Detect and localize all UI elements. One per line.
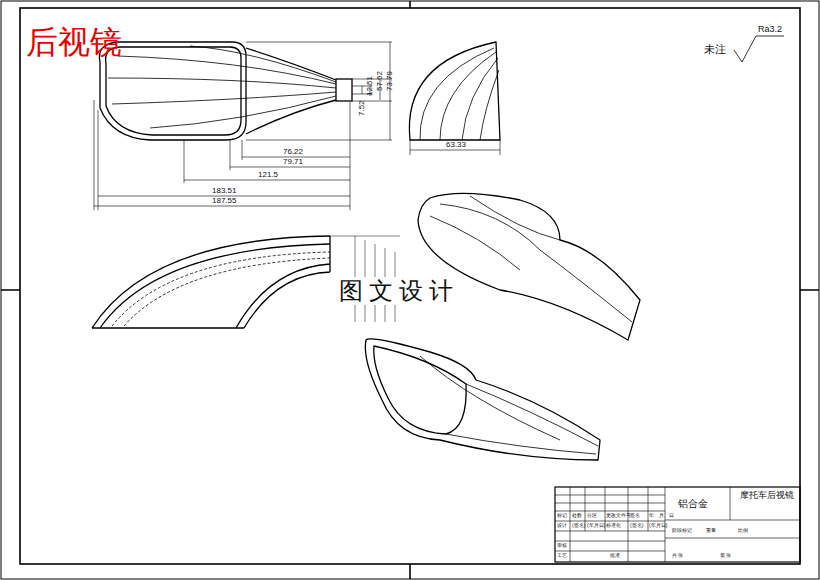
table-cell: 工艺 xyxy=(557,553,567,558)
dimension-value: 121.5 xyxy=(258,171,278,179)
table-cell: 签名 xyxy=(630,513,640,518)
side-dimension xyxy=(410,140,500,155)
roughness-symbol xyxy=(734,36,784,62)
side-outline xyxy=(409,42,500,140)
iso-view-lower xyxy=(365,339,600,460)
part-name: 摩托车后视镜 xyxy=(740,491,794,500)
title-block-border xyxy=(555,487,800,562)
table-cell: 设计 xyxy=(557,523,567,528)
dimension-value: 183.51 xyxy=(212,187,236,195)
table-cell: (年月日) xyxy=(649,523,667,528)
table-cell: (签名) xyxy=(630,523,643,528)
dimension-value: 73.79 xyxy=(386,71,394,91)
table-cell: (签名) xyxy=(572,523,585,528)
side-ribs xyxy=(420,48,499,140)
iso-opening xyxy=(374,346,466,434)
drawing-title: 后视镜 xyxy=(26,26,122,58)
iso-outline xyxy=(418,193,640,340)
table-cell: 阶段标记 xyxy=(672,528,692,533)
iso-ribs xyxy=(420,356,598,454)
dimension-lines xyxy=(94,42,392,210)
table-cell: 第 张 xyxy=(720,553,731,558)
table-cell: 分区 xyxy=(587,513,597,518)
hidden-lines xyxy=(112,252,330,326)
table-cell: 年、月、日 xyxy=(649,513,674,518)
table-cell: 审核 xyxy=(557,543,567,548)
table-cell: 比例 xyxy=(738,528,748,533)
table-cell: 更改文件号 xyxy=(606,513,631,518)
table-cell: 批准 xyxy=(610,553,620,558)
dimension-value: 7.52 xyxy=(358,100,366,116)
dimension-value: 12.51 xyxy=(366,76,374,96)
outer-arc xyxy=(92,236,330,328)
table-cell: 标记 xyxy=(557,513,567,518)
watermark: 图文设计 xyxy=(335,277,463,305)
extension-lines xyxy=(94,100,350,210)
dimension-value: 63.33 xyxy=(446,141,466,149)
roughness-value: Ra3.2 xyxy=(758,25,782,34)
inner-arc xyxy=(92,236,330,328)
mirror-body-edge xyxy=(246,48,336,134)
table-cell: (年月日) xyxy=(587,523,605,528)
body-ribs xyxy=(108,46,336,128)
front-view xyxy=(99,42,352,140)
title-block-rows xyxy=(555,487,800,551)
title-block xyxy=(555,487,800,562)
extension-lines xyxy=(246,42,392,140)
table-cell: 标准化 xyxy=(606,523,621,528)
note-text: 未注 xyxy=(704,44,726,55)
dimension-value: 76.22 xyxy=(283,148,303,156)
mirror-head-inner xyxy=(106,47,241,135)
material-text: 铝合金 xyxy=(678,499,708,509)
iso-outline xyxy=(365,339,600,460)
dimension-value: 187.55 xyxy=(212,197,236,205)
table-cell: 重量 xyxy=(706,528,716,533)
dimension-value: 79.71 xyxy=(283,158,303,166)
table-cell: 处数 xyxy=(572,513,582,518)
side-view xyxy=(409,42,500,155)
vertical-dimensions xyxy=(362,42,390,140)
mirror-neck xyxy=(336,79,352,101)
inner-border xyxy=(20,8,800,564)
horizontal-dimensions xyxy=(94,157,350,206)
dimension-value: 57.62 xyxy=(376,71,384,91)
table-cell: 共 张 xyxy=(672,553,683,558)
iso-view-upper xyxy=(418,193,640,340)
